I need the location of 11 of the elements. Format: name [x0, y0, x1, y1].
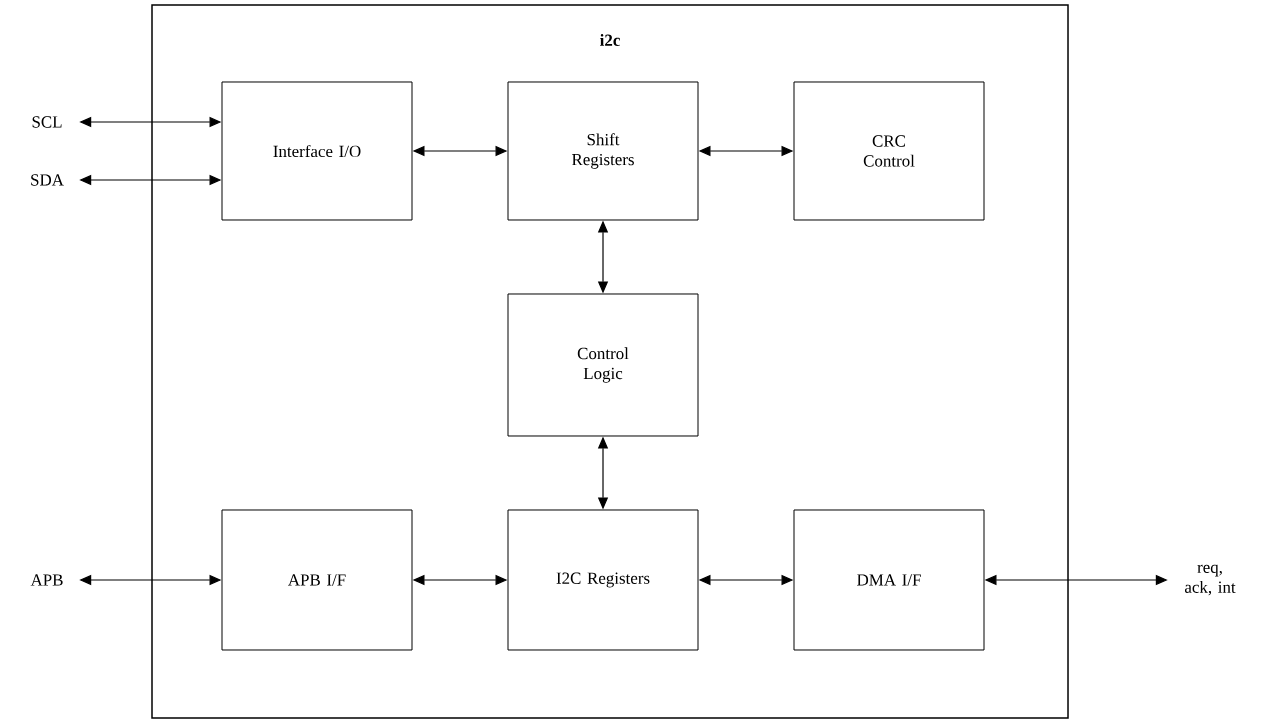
block-box: I2C Registers: [507, 509, 699, 651]
block-box: Shift Registers: [507, 81, 699, 221]
block-box: DMA I/F: [793, 509, 985, 651]
block-box: APB I/F: [221, 509, 413, 651]
signal-label: req, ack, int: [1184, 564, 1236, 596]
block-box: Interface I/O: [221, 81, 413, 221]
signal-label: SCL: [32, 116, 62, 128]
block-box: Control Logic: [507, 293, 699, 437]
block-box: CRC Control: [793, 81, 985, 221]
signal-label: SDA: [31, 174, 64, 186]
signal-label: APB: [30, 574, 63, 586]
